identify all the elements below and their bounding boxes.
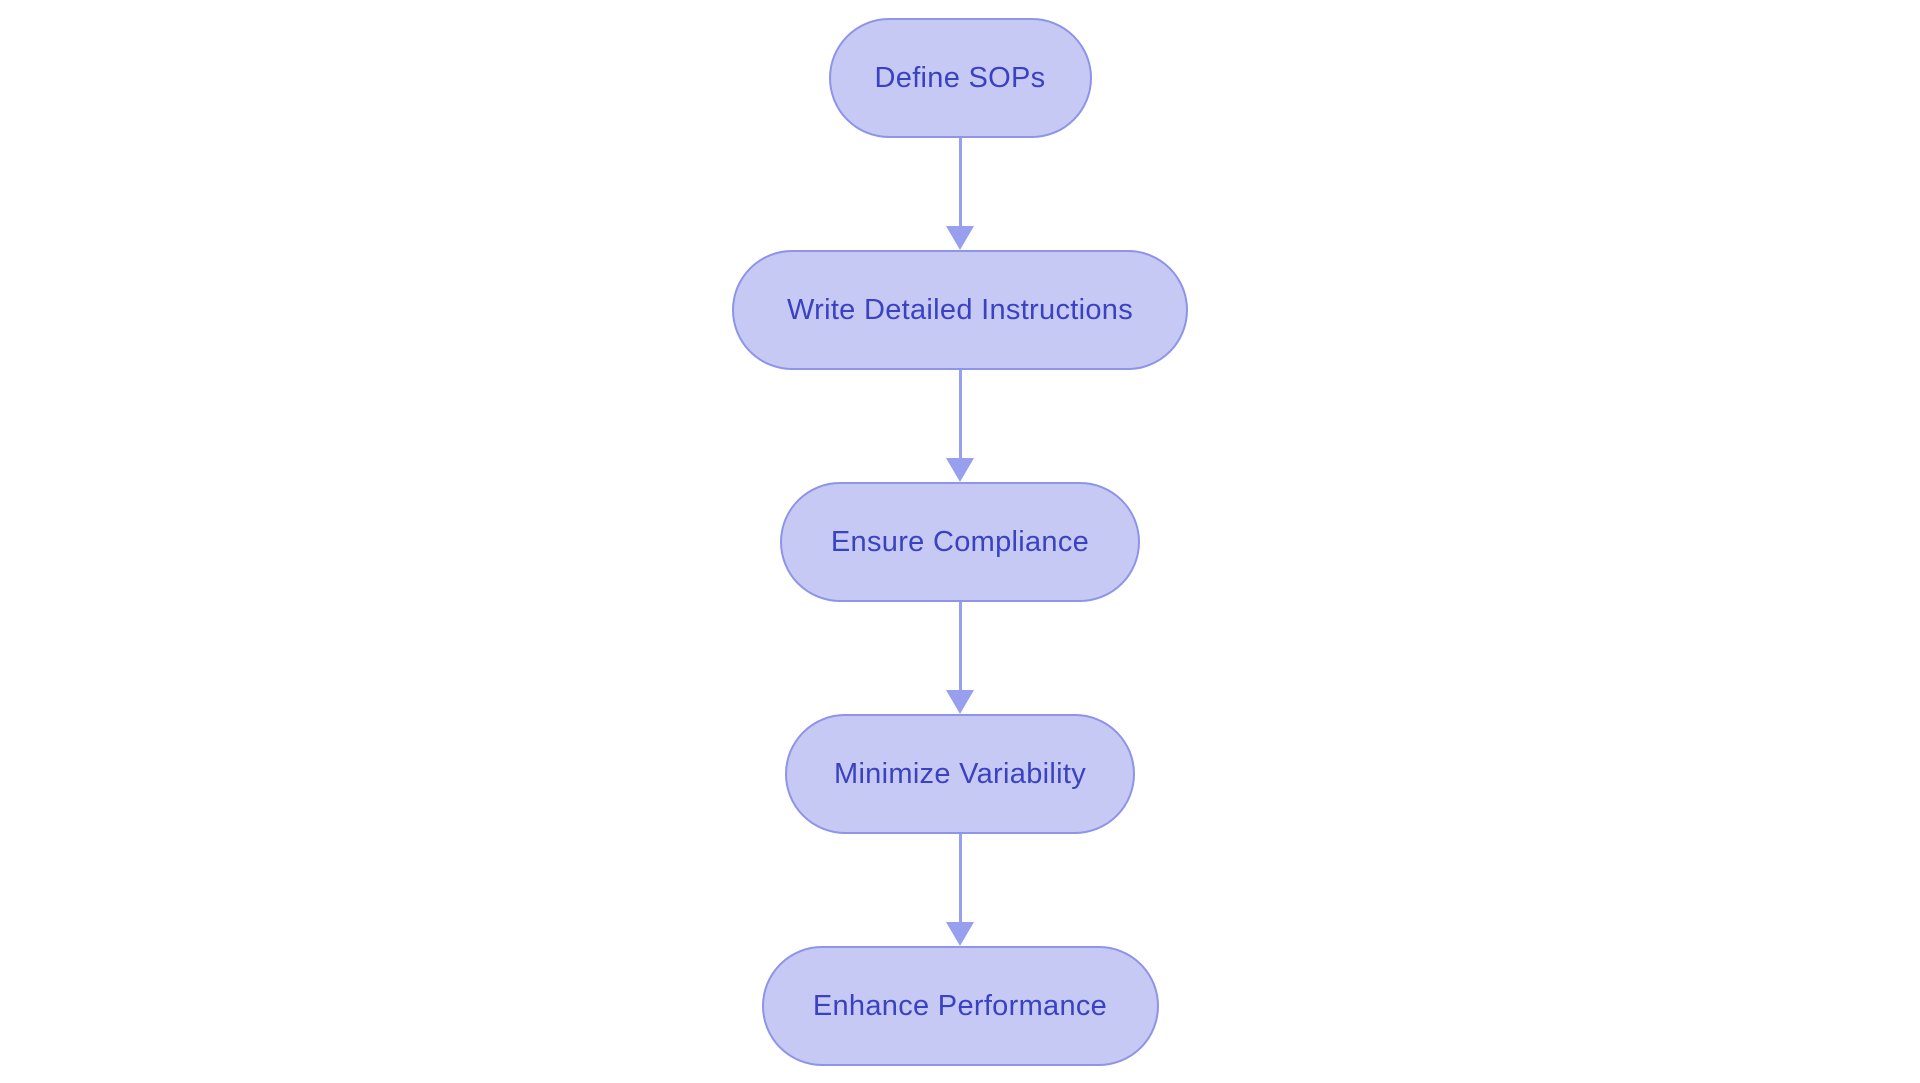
node-label-enhance-performance: Enhance Performance: [812, 989, 1108, 1022]
flowchart-node-ensure-compliance: Ensure Compliance: [780, 482, 1140, 602]
arrow-head-down-icon: [946, 458, 974, 482]
arrow-line: [958, 370, 962, 458]
node-label-define-sops: Define SOPs: [874, 61, 1046, 94]
connector-4: [946, 834, 974, 946]
node-label-write-detailed-instructions: Write Detailed Instructions: [786, 293, 1134, 326]
arrow-line: [958, 602, 962, 690]
arrow-line: [958, 834, 962, 922]
arrow-head-down-icon: [946, 922, 974, 946]
flowchart-node-minimize-variability: Minimize Variability: [785, 714, 1135, 834]
node-label-minimize-variability: Minimize Variability: [833, 757, 1087, 790]
node-label-ensure-compliance: Ensure Compliance: [830, 525, 1090, 558]
connector-3: [946, 602, 974, 714]
connector-2: [946, 370, 974, 482]
arrow-head-down-icon: [946, 690, 974, 714]
flowchart-node-enhance-performance: Enhance Performance: [761, 946, 1159, 1066]
flowchart-node-define-sops: Define SOPs: [828, 18, 1092, 138]
arrow-line: [958, 138, 962, 226]
arrow-head-down-icon: [946, 226, 974, 250]
flowchart-node-write-detailed-instructions: Write Detailed Instructions: [732, 250, 1188, 370]
connector-1: [946, 138, 974, 250]
